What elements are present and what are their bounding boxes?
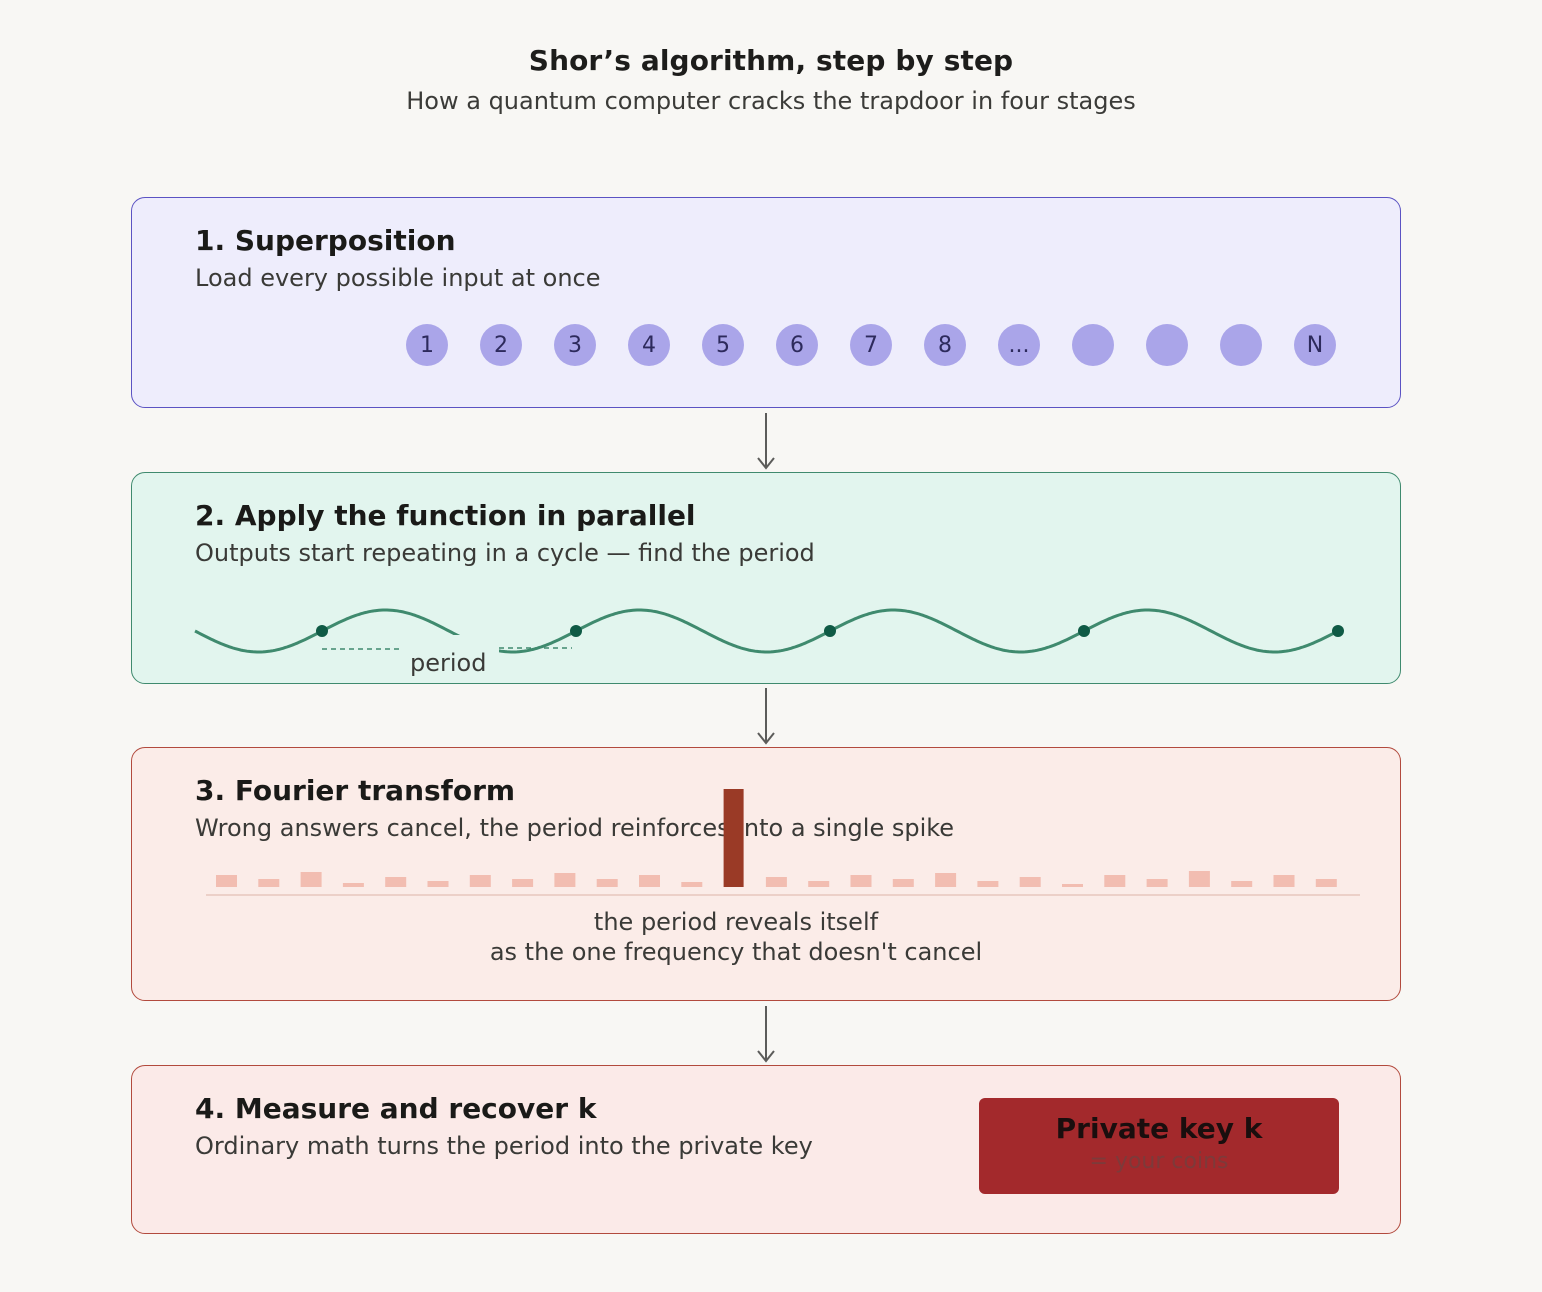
stage-title: 1. Superposition <box>195 224 456 257</box>
input-circle: 3 <box>554 324 596 366</box>
spectrum-bar <box>427 881 449 887</box>
spectrum-bar <box>935 873 957 887</box>
stage-title: 4. Measure and recover k <box>195 1092 597 1125</box>
input-circle: 8 <box>924 324 966 366</box>
stage-apply-function-panel: 2. Apply the function in parallel Output… <box>131 472 1401 684</box>
spectrum-bar <box>300 872 322 887</box>
spectrum-bar <box>554 873 576 887</box>
input-circle-ellipsis: ... <box>998 324 1040 366</box>
input-circle-last: N <box>1294 324 1336 366</box>
input-circle-empty <box>1220 324 1262 366</box>
spectrum-bar <box>1315 879 1337 887</box>
frequency-spectrum <box>206 789 1360 896</box>
spectrum-bar <box>385 877 407 887</box>
input-circle-empty <box>1072 324 1114 366</box>
input-circle: 4 <box>628 324 670 366</box>
spectrum-bar <box>1062 884 1083 887</box>
spectrum-bar <box>681 882 703 887</box>
stage-description: Ordinary math turns the period into the … <box>195 1132 813 1160</box>
private-key-title: Private key k <box>1055 1112 1263 1145</box>
spectrum-bar <box>977 881 999 887</box>
spectrum-bar <box>596 879 618 887</box>
spectrum-bar <box>639 875 660 887</box>
input-circle: 6 <box>776 324 818 366</box>
page-title: Shor’s algorithm, step by step <box>528 44 1014 77</box>
spectrum-bar <box>1231 881 1253 887</box>
stage-description: Load every possible input at once <box>195 264 601 292</box>
stage-fourier-panel: 3. Fourier transform Wrong answers cance… <box>131 747 1401 1001</box>
label-mask <box>402 635 499 675</box>
period-dot <box>1332 625 1344 637</box>
spectrum-bar <box>1146 879 1168 887</box>
stage-title: 2. Apply the function in parallel <box>195 499 696 532</box>
period-label: period <box>410 649 487 677</box>
spectrum-bar <box>850 875 872 887</box>
spectrum-bar <box>765 877 787 887</box>
private-key-box: Private key k = your coins <box>979 1098 1339 1194</box>
period-dot <box>1078 625 1090 637</box>
spectrum-caption-line1: the period reveals itself <box>593 908 879 936</box>
header: Shor’s algorithm, step by step How a qua… <box>0 44 1542 115</box>
page-subtitle: How a quantum computer cracks the trapdo… <box>406 87 1136 115</box>
periodic-wave <box>194 608 1344 675</box>
private-key-subtitle: = your coins <box>1089 1149 1229 1174</box>
spectrum-bar <box>1019 877 1041 887</box>
spectrum-bar <box>469 875 491 887</box>
input-circle-empty <box>1146 324 1188 366</box>
spectrum-bar <box>258 879 280 887</box>
stage-description: Outputs start repeating in a cycle — fin… <box>195 539 815 567</box>
stage-description: Wrong answers cancel, the period reinfor… <box>195 814 955 842</box>
spectrum-bar <box>892 879 914 887</box>
input-circle: 7 <box>850 324 892 366</box>
spectrum-bar <box>1188 871 1210 887</box>
spectrum-bar <box>216 875 237 887</box>
down-arrow-icon <box>757 413 775 470</box>
spectrum-bar <box>342 883 364 887</box>
stage-superposition-panel: 1. Superposition Load every possible inp… <box>131 197 1401 408</box>
down-arrow-icon <box>757 688 775 745</box>
period-dot <box>316 625 328 637</box>
stage-measure-panel: 4. Measure and recover k Ordinary math t… <box>131 1065 1401 1234</box>
input-circles: 1 2 3 4 5 6 7 8 ... N <box>406 324 1336 366</box>
period-dot <box>570 625 582 637</box>
spectrum-bar <box>1273 875 1295 887</box>
spectrum-caption-line2: as the one frequency that doesn't cancel <box>489 938 983 966</box>
spectrum-bar <box>512 879 534 887</box>
wave-line <box>194 608 1338 654</box>
input-circle: 1 <box>406 324 448 366</box>
spectrum-bar <box>1104 875 1126 887</box>
spectrum-bar <box>808 881 830 887</box>
input-circle: 5 <box>702 324 744 366</box>
spectrum-peak-bar <box>723 789 744 887</box>
down-arrow-icon <box>757 1006 775 1063</box>
stage-title: 3. Fourier transform <box>195 774 516 807</box>
period-dot <box>824 625 836 637</box>
input-circle: 2 <box>480 324 522 366</box>
